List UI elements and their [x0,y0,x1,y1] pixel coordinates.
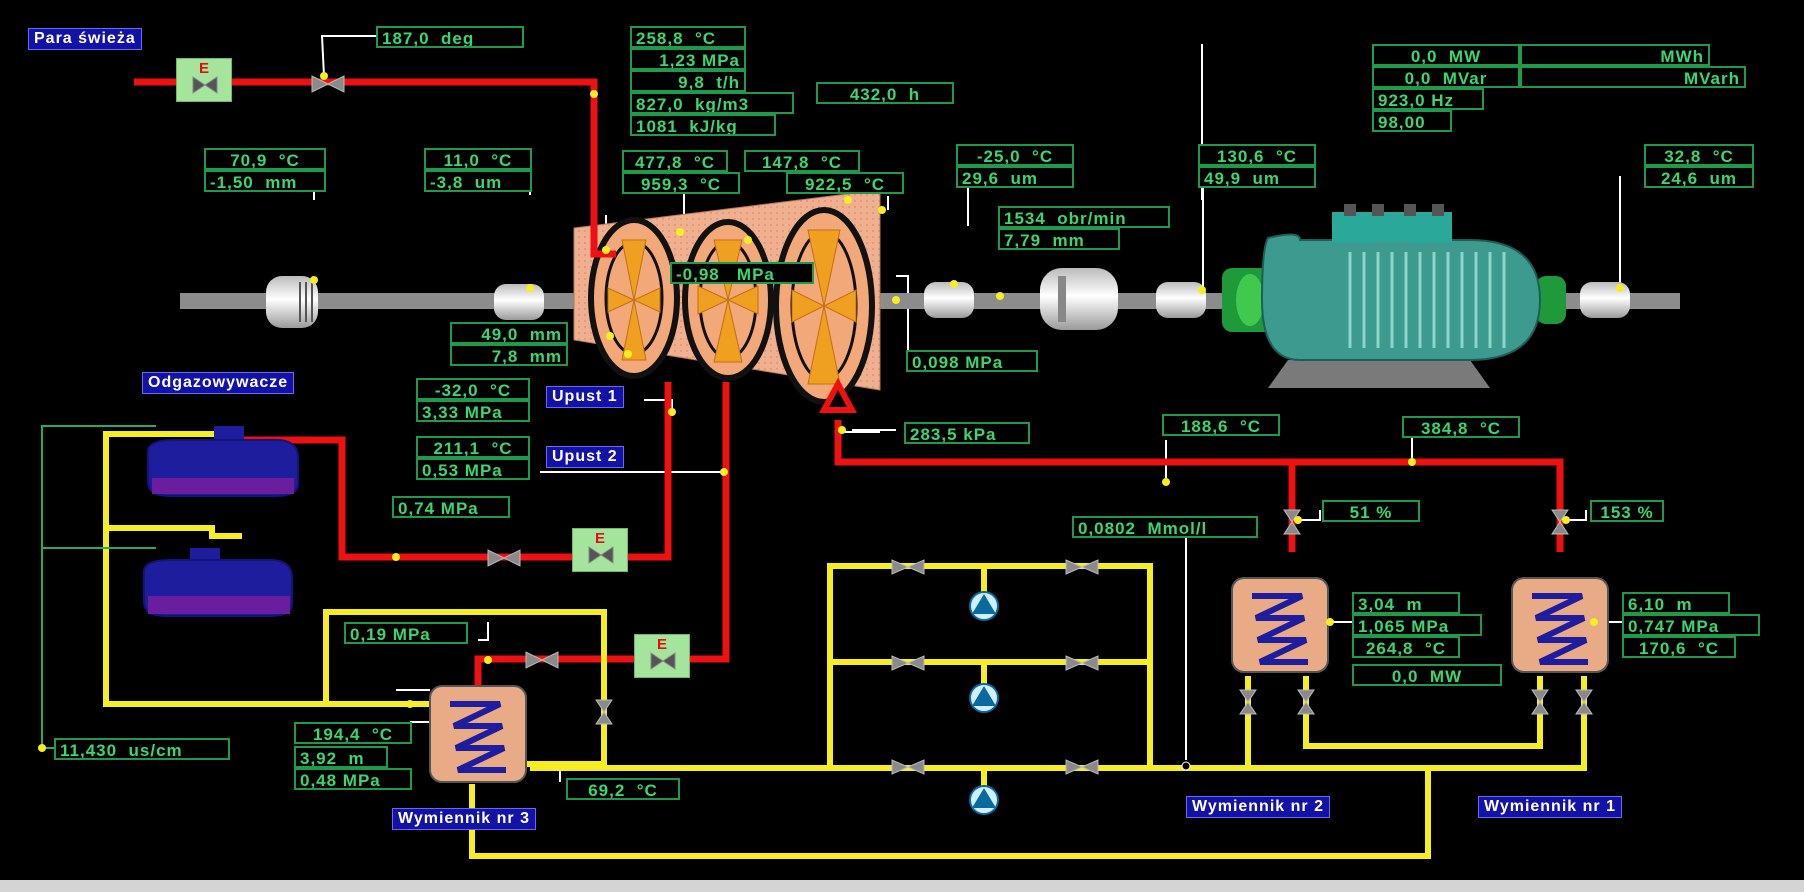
readout-bearing2-temperature: 11,0 °C [424,148,532,170]
readout-hx2-valve-position: 51 % [1322,500,1420,522]
readout-active-energy: MWh [1520,44,1710,66]
readout-hx2-temperature: 264,8 °C [1352,636,1460,658]
readout-steam-pressure: 1,23 MPa [630,48,746,70]
readout-stage2-temperature: 959,3 °C [622,172,740,194]
readout-hx3-level: 3,92 m [294,746,388,768]
heat-exchangers [429,577,1609,783]
actuated-valve-hx3[interactable]: E [634,634,690,678]
readout-reactive-energy: MVarh [1520,66,1746,88]
readout-hx2-pressure: 1,065 MPa [1352,614,1482,636]
status-bar [0,880,1804,892]
label-hx1[interactable]: Wymiennik nr 1 [1478,796,1622,818]
readout-bearing1-vibration: -1,50 mm [204,170,326,192]
readout-stage4-temperature: 922,5 °C [786,172,904,194]
readout-rotational-speed: 1534 obr/min [998,206,1170,228]
readout-frequency: 923,0 Hz [1372,88,1484,110]
readout-steam-temperature: 258,8 °C [630,26,746,48]
label-hx2[interactable]: Wymiennik nr 2 [1186,796,1330,818]
readout-steam-enthalpy: 1081 kJ/kg [630,114,776,136]
bearings [266,268,1630,330]
pumps [969,591,999,815]
coupling-1 [266,276,318,328]
readout-turbine-pressure: -0,98 MPa [670,262,814,284]
readout-hx2-power: 0,0 MW [1352,664,1502,686]
actuated-valve-deaerator[interactable]: E [572,528,628,572]
readout-hx2-level: 3,04 m [1352,592,1460,614]
readout-bleed-inlet-pressure: 283,5 kPa [904,422,1030,444]
measurement-points [38,72,1624,771]
readout-power-factor: 98,00 [1372,110,1452,132]
readout-bleed2-temperature: 211,1 °C [416,436,530,458]
readout-bearing4-vibration: 49,9 um [1198,166,1316,188]
readout-hx1-pressure: 0,747 MPa [1622,614,1760,636]
readout-hx3-pressure: 0,48 MPa [294,768,412,790]
valves [311,75,1593,775]
readout-bleed1-temperature: -32,0 °C [416,378,530,400]
readout-hx1-steam-temperature: 384,8 °C [1402,416,1520,438]
readout-hx1-level: 6,10 m [1622,592,1730,614]
valve-mode-label: E [656,636,667,653]
bearing-3 [924,282,974,318]
hx3-body [429,685,527,783]
readout-bleed2-pressure: 0,53 MPa [416,458,530,480]
readout-hx1-temperature: 170,6 °C [1622,636,1736,658]
hx2-body [1231,577,1329,673]
actuated-valve-main-steam[interactable]: E [176,58,232,102]
readout-bearing2-vibration: -3,8 um [424,170,532,192]
readout-active-power: 0,0 MW [1372,44,1520,66]
readout-shaft-displacement-2: 7,8 mm [450,344,568,366]
valve-mode-label: E [198,60,209,77]
hx1-body [1511,577,1609,673]
readout-deaerator-pressure: 0,74 MPa [392,496,510,518]
readout-bearing5-vibration: 24,6 um [1644,166,1754,188]
readout-operating-hours: 432,0 h [816,82,954,104]
readout-steam-valve-position: 187,0 deg [376,26,524,48]
steam-inlet-arrow [818,377,858,413]
readout-bleed1-pressure: 3,33 MPa [416,400,530,422]
readout-dissolved-oxygen: 0,0802 Mmol/l [1072,516,1258,538]
label-hx3[interactable]: Wymiennik nr 3 [392,808,536,830]
readout-hx3-inlet-pressure: 0,19 MPa [344,622,468,644]
bearing-2 [494,284,544,320]
bearing-4 [1156,282,1206,318]
readout-bearing1-temperature: 70,9 °C [204,148,326,170]
readout-conductivity: 11,430 us/cm [54,738,230,760]
coupling-2 [1040,268,1118,330]
label-deaerators: Odgazowywacze [142,372,295,394]
readout-bearing4-temperature: 130,6 °C [1198,144,1316,166]
steam-lines [134,78,1564,690]
turbine-stages [588,207,875,405]
readout-stage1-temperature: 477,8 °C [622,150,728,172]
readout-hx2-steam-temperature: 188,6 °C [1162,414,1280,436]
valve-mode-label: E [594,530,605,547]
readout-axial-displacement: 7,79 mm [998,228,1120,250]
label-fresh-steam: Para świeża [28,28,142,50]
sample-lines [41,425,156,749]
readout-shaft-displacement-1: 49,0 mm [450,322,568,344]
label-bleed-2[interactable]: Upust 2 [546,446,624,468]
readout-hx1-valve-position: 153 % [1590,500,1664,522]
readout-steam-flow: 9,8 t/h [630,70,746,92]
label-bleed-1[interactable]: Upust 1 [546,386,624,408]
readout-bearing5-temperature: 32,8 °C [1644,144,1754,166]
readout-condensate-temperature: 69,2 °C [566,778,680,800]
readout-bearing3-vibration: 29,6 um [956,166,1074,188]
deaerators [143,426,299,617]
readout-steam-density: 827,0 kg/m3 [630,92,794,114]
readout-reactive-power: 0,0 MVar [1372,66,1520,88]
readout-stage3-temperature: 147,8 °C [744,150,860,172]
generator [1222,204,1566,388]
readout-bearing3-temperature: -25,0 °C [956,144,1074,166]
readout-hx3-temperature: 194,4 °C [294,722,412,744]
readout-exhaust-pressure: 0,098 MPa [906,350,1038,372]
